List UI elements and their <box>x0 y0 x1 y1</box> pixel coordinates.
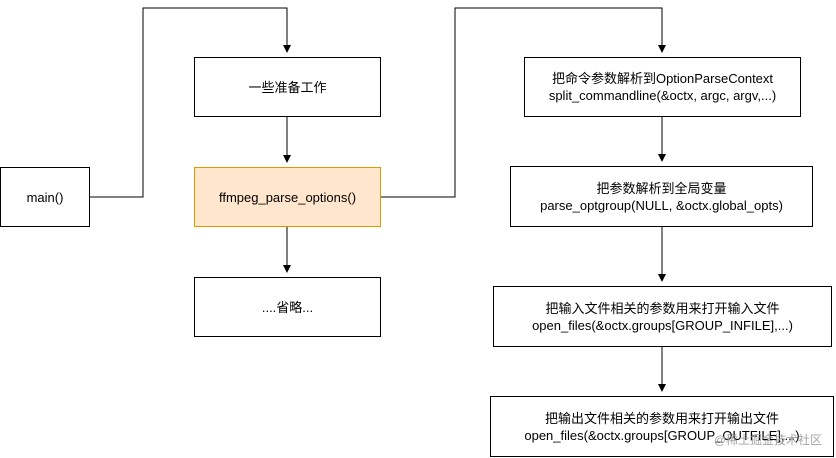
node-split-commandline: 把命令参数解析到OptionParseContext split_command… <box>524 57 801 117</box>
edge-parse-to-split <box>380 7 666 198</box>
node-split-line1: 把命令参数解析到OptionParseContext <box>551 71 774 86</box>
edge-main-to-prep <box>90 7 291 198</box>
node-open-outfile: 把输出文件相关的参数用来打开输出文件 open_files(&octx.grou… <box>490 396 834 457</box>
node-prep: 一些准备工作 <box>194 57 381 117</box>
node-infile-line2: open_files(&octx.groups[GROUP_INFILE],..… <box>532 317 793 333</box>
node-outfile-line2: open_files(&octx.groups[GROUP_OUTFILE],.… <box>524 427 800 443</box>
node-parse-options: ffmpeg_parse_options() <box>194 167 381 227</box>
node-omitted-label: ....省略... <box>261 299 314 315</box>
node-outfile-line1: 把输出文件相关的参数用来打开输出文件 <box>544 410 779 426</box>
node-split-line2: split_commandline(&octx, argc, argv,...) <box>548 88 777 103</box>
watermark: @稀土掘金技术社区 <box>713 433 822 447</box>
node-prep-label: 一些准备工作 <box>248 79 327 95</box>
node-optgroup-line2: parse_optgroup(NULL, &octx.global_opts) <box>540 197 783 213</box>
node-parse-options-label: ffmpeg_parse_options() <box>218 189 357 205</box>
node-omitted: ....省略... <box>194 277 381 337</box>
node-open-infile: 把输入文件相关的参数用来打开输入文件 open_files(&octx.grou… <box>493 286 832 347</box>
node-infile-line1: 把输入文件相关的参数用来打开输入文件 <box>545 300 780 316</box>
node-parse-optgroup: 把参数解析到全局变量 parse_optgroup(NULL, &octx.gl… <box>510 166 813 227</box>
node-optgroup-line1: 把参数解析到全局变量 <box>596 180 727 196</box>
node-main: main() <box>0 167 90 227</box>
node-main-label: main() <box>26 189 64 205</box>
